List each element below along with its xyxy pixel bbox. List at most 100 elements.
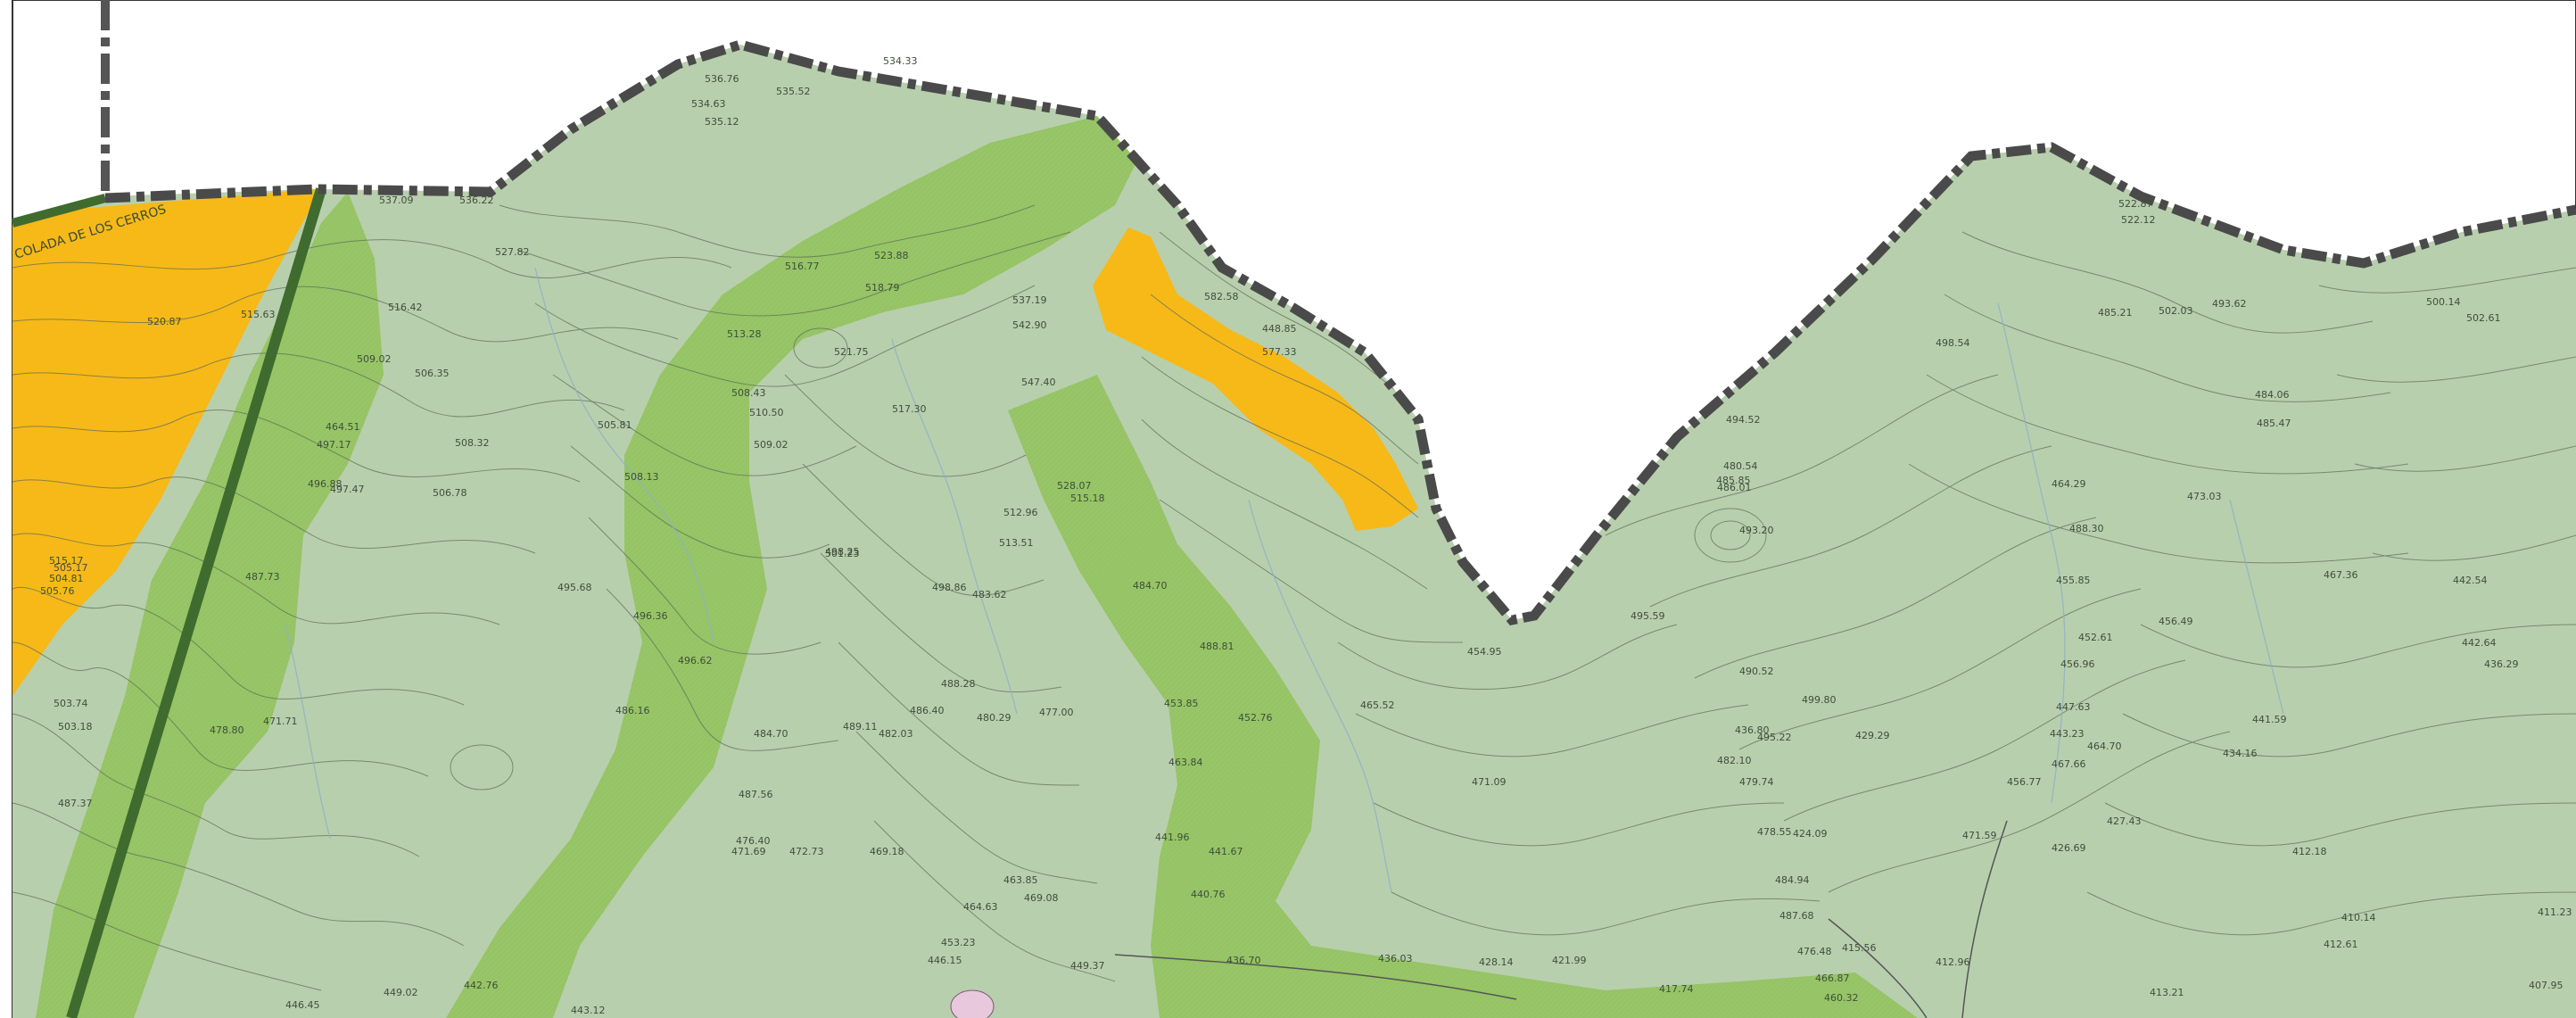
elevation-label: 467.66 bbox=[2052, 758, 2086, 770]
elevation-label: 424.09 bbox=[1793, 828, 1828, 840]
elevation-label: 452.76 bbox=[1238, 712, 1273, 724]
elevation-label: 498.54 bbox=[1936, 337, 1970, 349]
elevation-label: 484.70 bbox=[1133, 580, 1168, 592]
elevation-label: 469.18 bbox=[870, 846, 904, 857]
elevation-label: 512.96 bbox=[1003, 507, 1038, 518]
elevation-label: 428.14 bbox=[1479, 956, 1514, 968]
elevation-label: 505.17 bbox=[54, 562, 88, 574]
elevation-label: 440.76 bbox=[1191, 889, 1226, 900]
elevation-label: 464.51 bbox=[326, 421, 360, 433]
elevation-label: 498.25 bbox=[825, 546, 860, 558]
elevation-label: 522.12 bbox=[2121, 214, 2156, 226]
elevation-label: 535.52 bbox=[776, 86, 811, 97]
elevation-label: 487.73 bbox=[245, 571, 280, 583]
elevation-label: 452.61 bbox=[2078, 632, 2113, 643]
elevation-label: 487.68 bbox=[1779, 910, 1814, 922]
elevation-label: 471.59 bbox=[1962, 830, 1997, 841]
elevation-label: 436.80 bbox=[1735, 724, 1770, 736]
elevation-label: 411.23 bbox=[2538, 906, 2572, 918]
elevation-label: 456.77 bbox=[2007, 776, 2042, 788]
elevation-label: 436.29 bbox=[2484, 658, 2519, 670]
contour-lines bbox=[12, 178, 2576, 991]
elevation-label: 485.47 bbox=[2257, 418, 2291, 429]
elevation-label: 495.22 bbox=[1757, 732, 1792, 743]
elevation-label: 412.18 bbox=[2292, 846, 2327, 857]
elevation-label: 463.85 bbox=[1003, 874, 1038, 886]
elevation-label: 486.01 bbox=[1717, 482, 1752, 493]
elevation-label: 476.40 bbox=[736, 835, 771, 847]
pink-feature bbox=[950, 989, 995, 1018]
elevation-label: 467.36 bbox=[2324, 569, 2358, 581]
elevation-label: 582.58 bbox=[1204, 291, 1239, 302]
elevation-label: 485.21 bbox=[2098, 307, 2133, 319]
elevation-label: 498.86 bbox=[932, 582, 967, 593]
elevation-label: 460.32 bbox=[1824, 992, 1859, 1004]
elevation-label: 478.55 bbox=[1757, 826, 1792, 838]
elevation-label: 410.14 bbox=[2341, 912, 2376, 923]
elevation-label: 577.33 bbox=[1262, 346, 1297, 358]
elevation-label: 421.99 bbox=[1552, 955, 1587, 966]
orange-zone-left bbox=[12, 189, 317, 696]
elevation-label: 508.13 bbox=[624, 471, 659, 483]
elevation-label: 508.43 bbox=[731, 387, 766, 399]
elevation-label: 542.90 bbox=[1012, 319, 1047, 331]
elevation-label: 515.63 bbox=[241, 309, 276, 320]
orange-zone-peak bbox=[1093, 228, 1418, 531]
elevation-label: 427.43 bbox=[2107, 815, 2142, 827]
elevation-label: 482.10 bbox=[1717, 755, 1752, 766]
elevation-label: 471.09 bbox=[1472, 776, 1507, 788]
elevation-label: 496.62 bbox=[678, 655, 713, 666]
elevation-label: 479.74 bbox=[1739, 776, 1774, 788]
elevation-label: 516.77 bbox=[785, 261, 820, 272]
elevation-label: 407.95 bbox=[2529, 980, 2564, 991]
elevation-label: 523.88 bbox=[874, 250, 909, 261]
elevation-label: 535.12 bbox=[705, 116, 739, 128]
elevation-label: 483.62 bbox=[972, 589, 1007, 600]
elevation-label: 443.12 bbox=[571, 1005, 606, 1016]
elevation-label: 480.54 bbox=[1723, 460, 1758, 472]
elevation-label: 547.40 bbox=[1021, 377, 1056, 388]
elevation-label: 478.80 bbox=[210, 724, 244, 736]
elevation-label: 464.29 bbox=[2052, 478, 2086, 490]
elevation-label: 465.52 bbox=[1360, 699, 1395, 711]
elevation-label: 442.76 bbox=[464, 980, 499, 991]
elevation-label: 456.49 bbox=[2159, 616, 2193, 627]
elevation-label: 484.70 bbox=[754, 728, 788, 740]
elevation-label: 495.68 bbox=[557, 582, 592, 593]
elevation-label: 513.51 bbox=[999, 537, 1034, 549]
elevation-label: 426.69 bbox=[2052, 842, 2086, 854]
paths bbox=[1114, 820, 2008, 1018]
elevation-label: 493.62 bbox=[2212, 298, 2247, 310]
elevation-label: 417.74 bbox=[1659, 983, 1694, 995]
elevation-label: 488.28 bbox=[941, 678, 976, 690]
elevation-label: 485.85 bbox=[1716, 475, 1751, 486]
elevation-label: 487.37 bbox=[58, 798, 93, 809]
elevation-label: 436.03 bbox=[1378, 953, 1413, 964]
elevation-label: 463.84 bbox=[1168, 757, 1203, 768]
elevation-label: 487.56 bbox=[739, 789, 773, 800]
elevation-label: 442.54 bbox=[2453, 575, 2488, 586]
elevation-label: 443.23 bbox=[2050, 728, 2085, 740]
elevation-label: 455.85 bbox=[2056, 575, 2091, 586]
elevation-label: 449.02 bbox=[384, 987, 418, 998]
elevation-label: 441.59 bbox=[2252, 714, 2287, 725]
elevation-label: 488.30 bbox=[2069, 523, 2104, 534]
elevation-label: 477.00 bbox=[1039, 707, 1074, 718]
elevation-label: 499.80 bbox=[1802, 694, 1837, 706]
elevation-label: 453.85 bbox=[1164, 698, 1199, 709]
colada-road bbox=[66, 187, 326, 1018]
elevation-label: 510.50 bbox=[749, 407, 784, 418]
elevation-label: 518.79 bbox=[865, 282, 900, 294]
elevation-label: 486.16 bbox=[615, 705, 650, 716]
elevation-label: 476.48 bbox=[1797, 946, 1832, 957]
elevation-label: 412.61 bbox=[2324, 939, 2358, 950]
elevation-label: 515.17 bbox=[49, 555, 84, 567]
elevation-label: 434.16 bbox=[2223, 748, 2258, 759]
elevation-label: 513.28 bbox=[727, 328, 762, 340]
elevation-label: 496.88 bbox=[308, 478, 343, 490]
elevation-label: 495.59 bbox=[1631, 610, 1665, 622]
elevation-label: 489.11 bbox=[843, 721, 878, 732]
elevation-label: 471.69 bbox=[731, 846, 766, 857]
elevation-label: 537.09 bbox=[379, 194, 414, 206]
